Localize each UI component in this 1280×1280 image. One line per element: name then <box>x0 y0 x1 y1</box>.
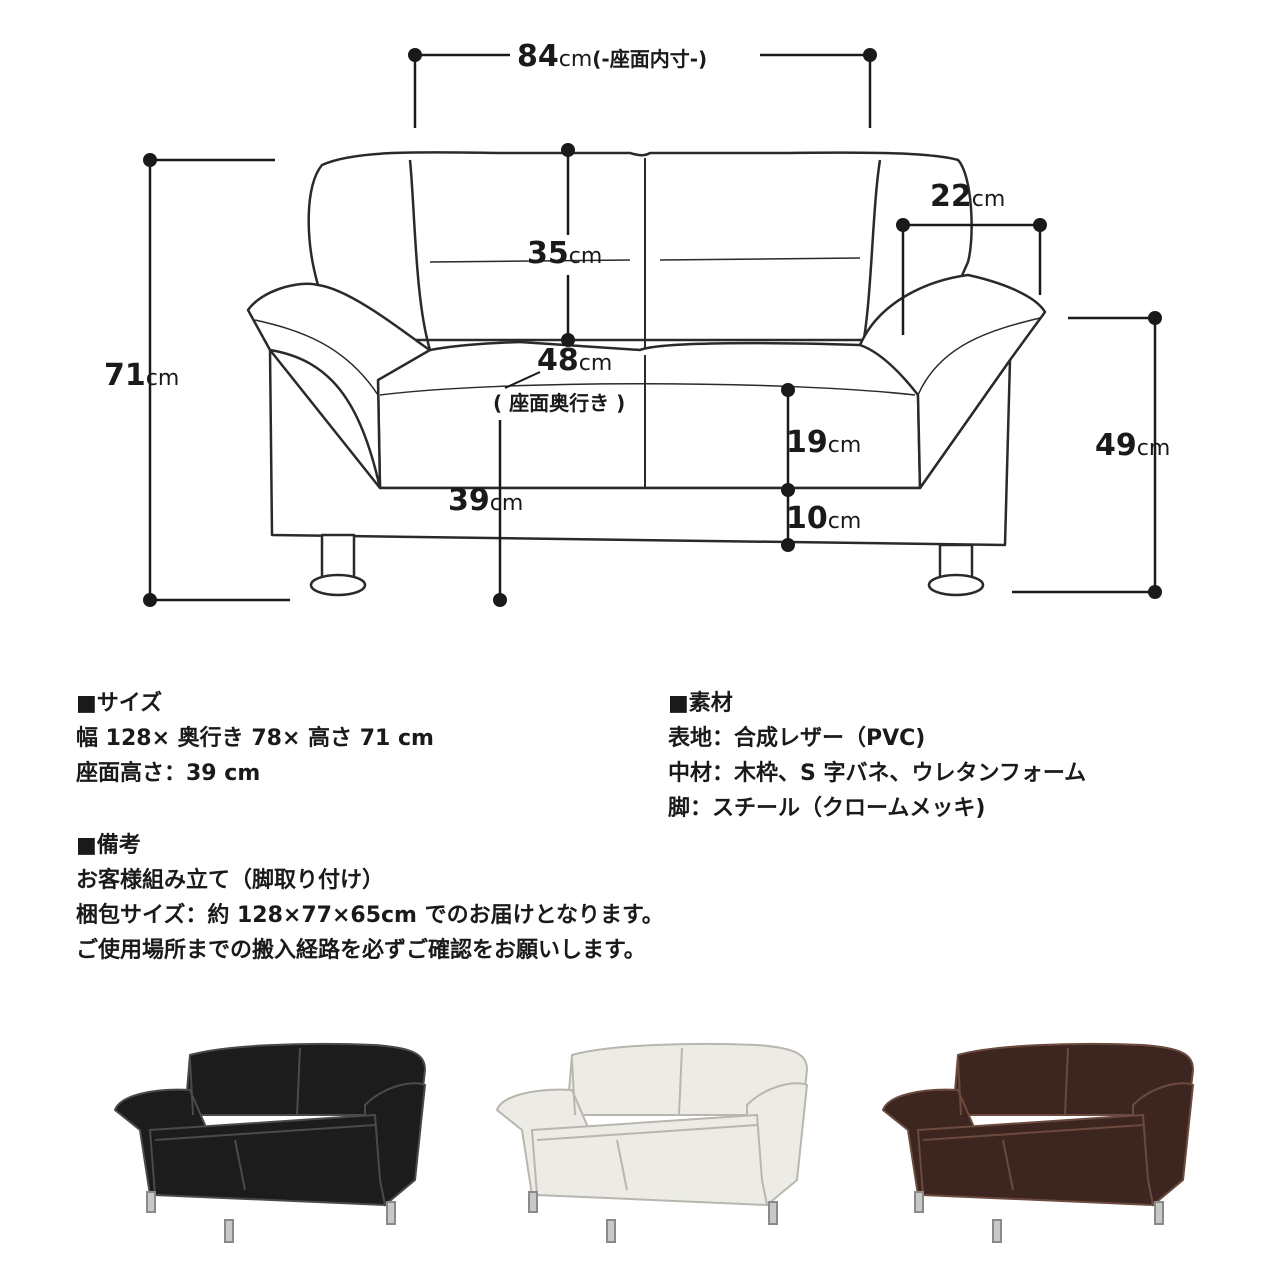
black-sofa-thumbnail <box>114 1042 426 1243</box>
material-line: 脚：スチール（クロームメッキ) <box>668 796 986 821</box>
material-line: 中材：木枠、S 字バネ、ウレタンフォーム <box>668 761 1087 786</box>
dim-arm-height: 49cm <box>1095 428 1170 463</box>
material-section: ■素材 表地：合成レザー（PVC) 中材：木枠、S 字バネ、ウレタンフォーム 脚… <box>668 686 1086 826</box>
size-section: ■サイズ 幅 128× 奥行き 78× 高さ 71 cm 座面高さ：39 cm <box>76 686 434 791</box>
material-line: 表地：合成レザー（PVC) <box>668 726 926 751</box>
size-line: 座面高さ：39 cm <box>76 761 261 786</box>
dim-seat-height: 39cm <box>448 483 523 518</box>
notes-section: ■備考 お客様組み立て（脚取り付け） 梱包サイズ：約 128×77×65cm で… <box>76 828 664 968</box>
size-heading: ■サイズ <box>76 691 163 716</box>
sofa-dimension-diagram: 84cm(-座面内寸-) 71cm 35cm 22cm 48cm ( 座面奥行き… <box>104 39 1170 607</box>
dim-arm-width: 22cm <box>930 179 1005 214</box>
color-variants: .s-leg { fill:#c8c8c8; stroke:#8a8a8a; }… <box>114 1042 1194 1243</box>
white-sofa-thumbnail <box>496 1042 808 1243</box>
notes-line: お客様組み立て（脚取り付け） <box>76 868 385 893</box>
dim-seat-inner-width: 84cm(-座面内寸-) <box>517 39 707 74</box>
size-line: 幅 128× 奥行き 78× 高さ 71 cm <box>76 726 434 751</box>
notes-line: ご使用場所までの搬入経路を必ずご確認をお願いします。 <box>76 938 646 963</box>
dim-seat-cushion: 19cm <box>786 425 861 460</box>
dim-base: 10cm <box>786 501 861 536</box>
material-heading: ■素材 <box>668 691 733 716</box>
dim-seat-depth-note: ( 座面奥行き ) <box>493 391 625 415</box>
dim-total-height: 71cm <box>104 358 179 393</box>
brown-sofa-thumbnail <box>882 1042 1194 1243</box>
dim-back-height: 35cm <box>527 236 602 271</box>
notes-line: 梱包サイズ：約 128×77×65cm でのお届けとなります。 <box>76 903 664 928</box>
notes-heading: ■備考 <box>76 833 141 858</box>
dim-seat-depth: 48cm <box>537 343 612 378</box>
